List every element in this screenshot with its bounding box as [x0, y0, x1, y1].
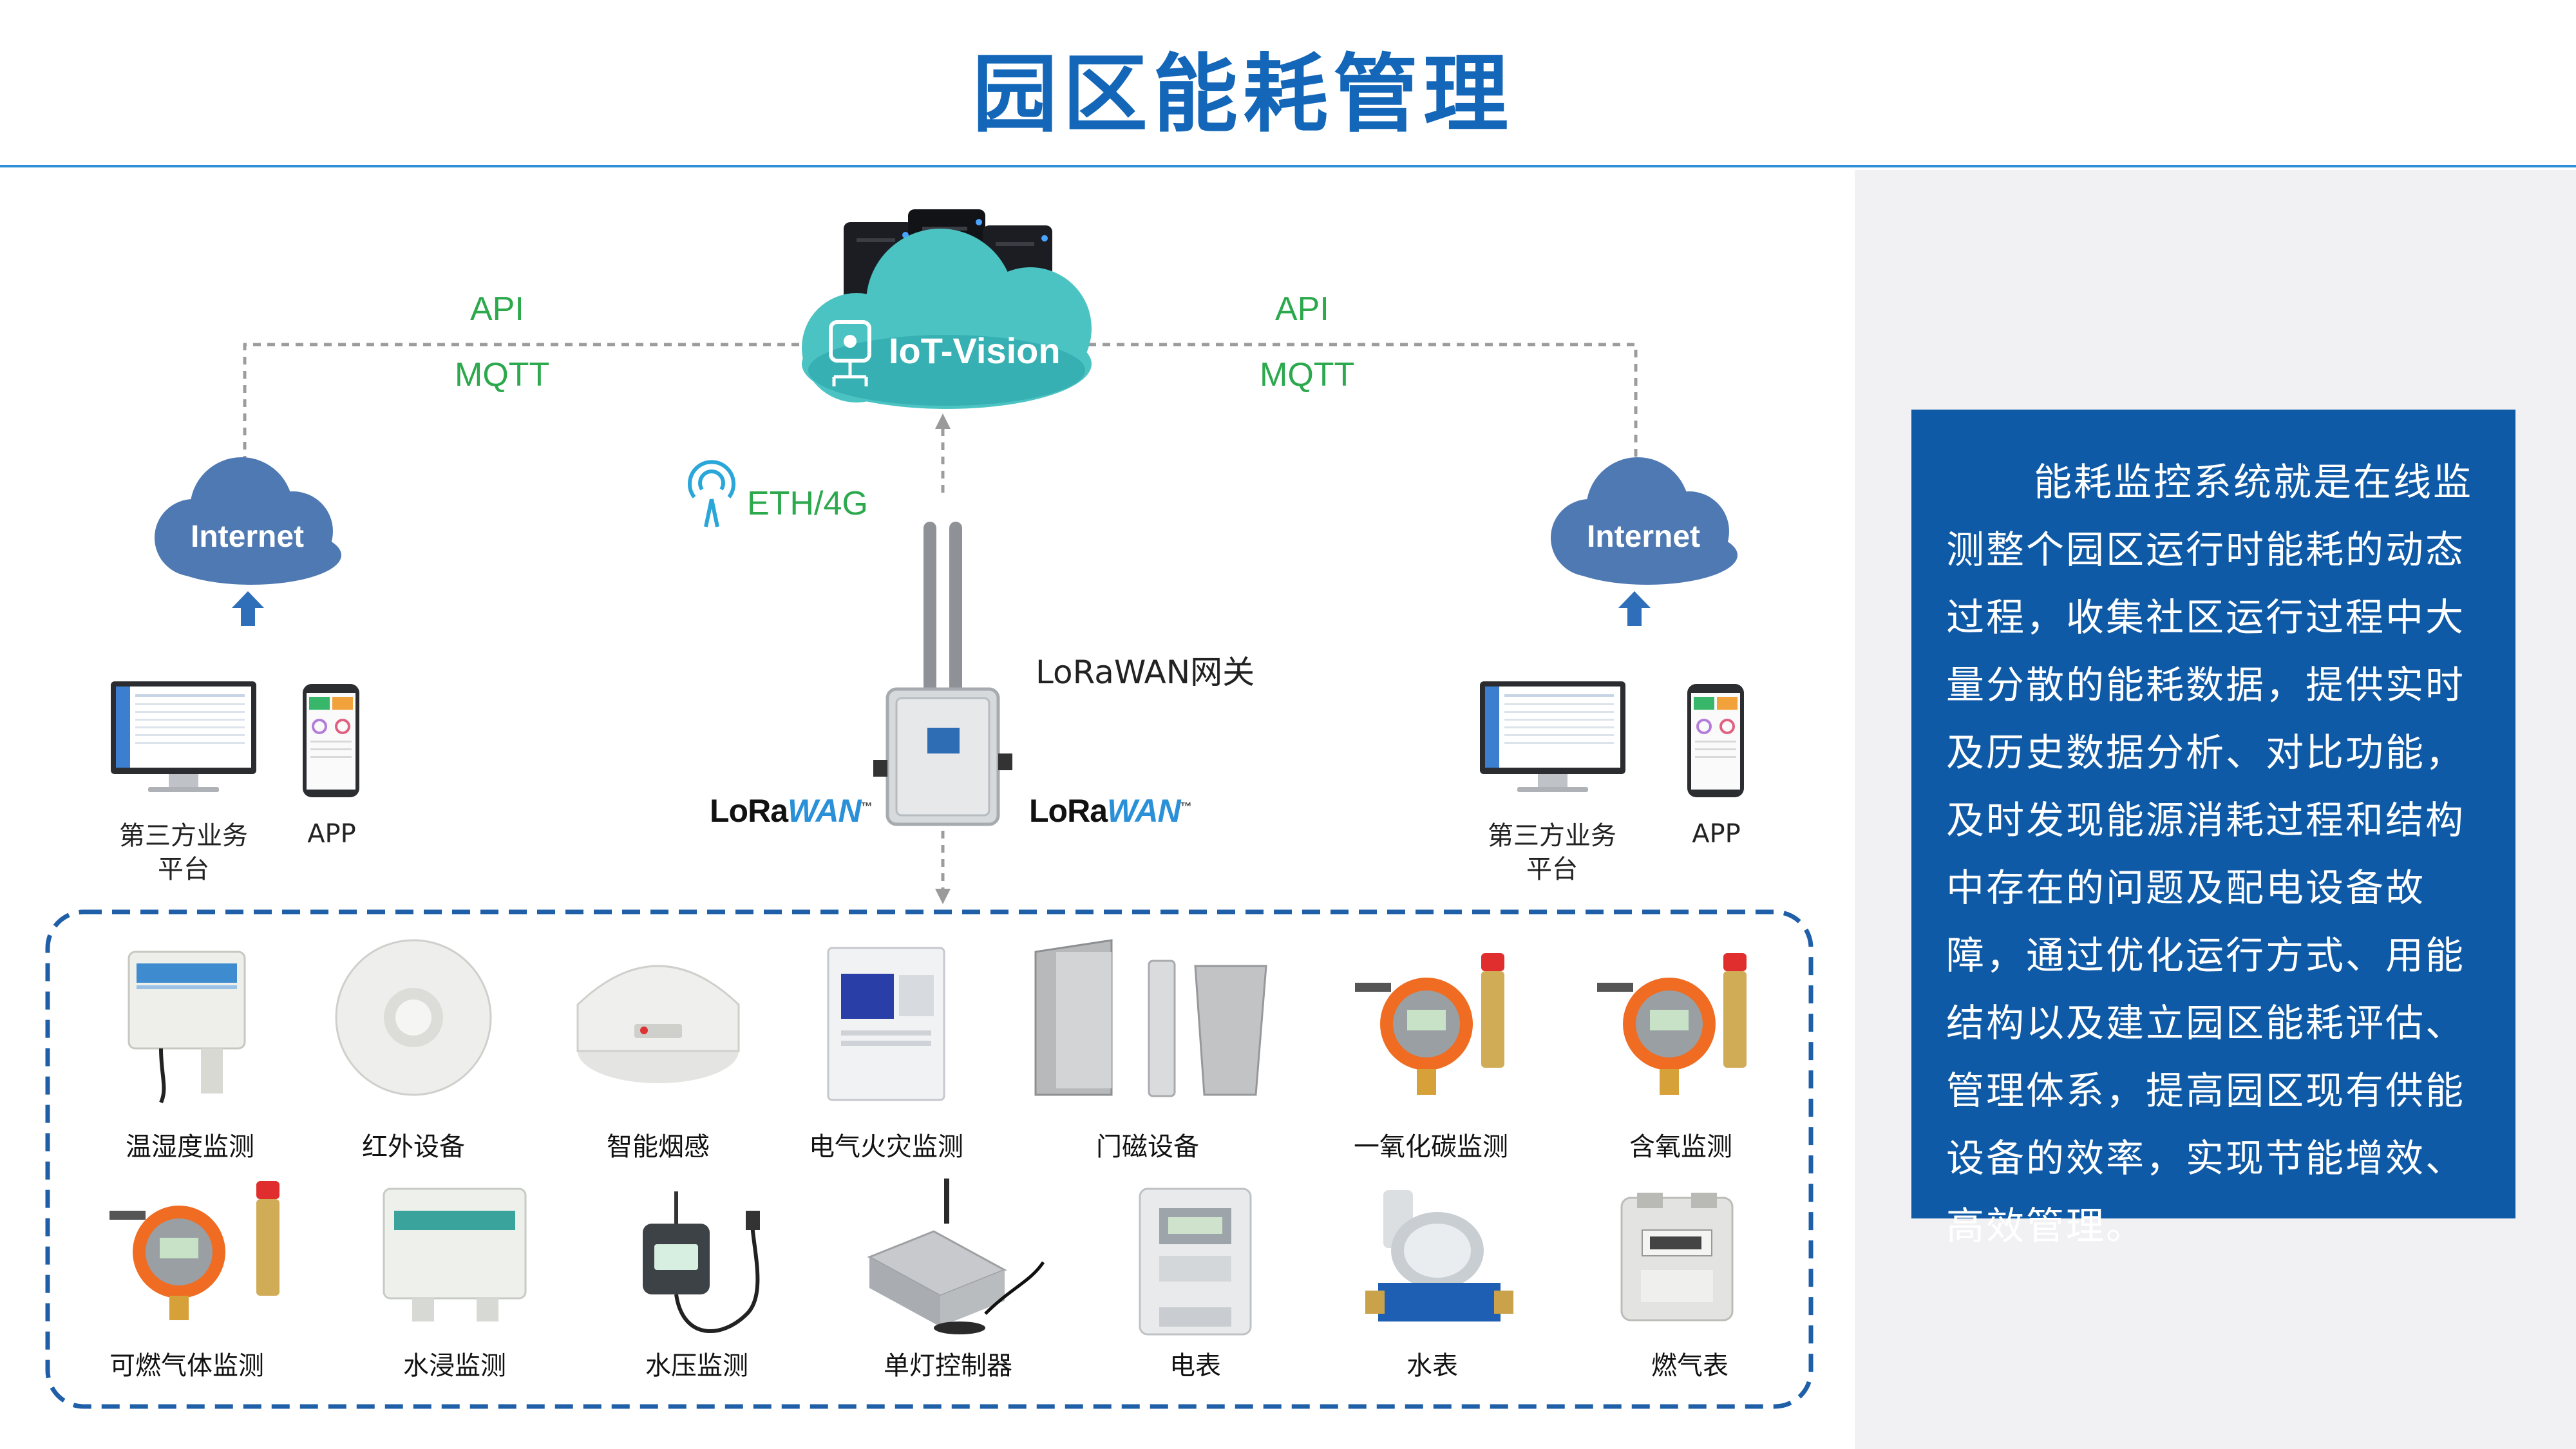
device-label: 水压监测	[645, 1351, 748, 1381]
phone-left-icon	[303, 684, 359, 797]
app-label-left: APP	[307, 819, 356, 849]
arrow-up-right-icon	[1618, 591, 1651, 626]
internet-label-right: Internet	[1587, 520, 1701, 554]
lorawan-logo-left: LoRaWAN™	[710, 793, 873, 829]
phone-right-icon	[1687, 684, 1744, 797]
monitor-left-icon	[111, 681, 256, 792]
title-divider	[0, 165, 2576, 167]
architecture-diagram	[45, 209, 1814, 1409]
single-lamp-controller-icon	[867, 1179, 1045, 1334]
description-box: 能耗监控系统就是在线监测整个园区运行时能耗的动态过程，收集社区运行过程中大量分散…	[1911, 410, 2515, 1248]
device-label: 电表	[1170, 1351, 1221, 1381]
iot-vision-label: IoT-Vision	[889, 330, 1061, 371]
internet-label-left: Internet	[191, 520, 305, 554]
water-leak-sensor-icon	[383, 1188, 527, 1321]
internet-cloud-left-icon	[155, 457, 341, 585]
iot-vision-cloud-icon	[802, 229, 1092, 409]
internet-cloud-right-icon	[1551, 457, 1738, 585]
arrow-up-left-icon	[232, 591, 264, 626]
mqtt-label-left: MQTT	[455, 356, 550, 393]
third-party-platform-label-left: 第三方业务平台	[119, 821, 248, 884]
device-label: 燃气表	[1651, 1351, 1728, 1381]
arrow-down-to-devices-icon	[935, 889, 951, 904]
gateway-label: LoRaWAN网关	[1036, 654, 1255, 691]
mqtt-label-right: MQTT	[1260, 356, 1355, 393]
device-area-border	[45, 909, 1814, 1409]
app-label-right: APP	[1692, 819, 1741, 849]
device-label: 水表	[1406, 1351, 1458, 1381]
door-magnetic-sensor-icon	[1034, 939, 1267, 1097]
third-party-platform-label-right: 第三方业务平台	[1488, 821, 1616, 884]
connector-lines	[243, 343, 1638, 892]
carbon-monoxide-detector-icon	[1355, 953, 1504, 1095]
oxygen-detector-icon	[1597, 953, 1747, 1095]
combustible-gas-detector-icon	[109, 1181, 279, 1320]
device-label: 门磁设备	[1096, 1132, 1199, 1162]
device-label: 电气火灾监测	[809, 1132, 963, 1162]
device-label: 水浸监测	[403, 1351, 506, 1381]
eth-4g-label: ETH/4G	[747, 485, 868, 522]
lorawan-gateway-icon	[873, 522, 1012, 826]
device-label: 智能烟感	[607, 1132, 710, 1162]
temperature-humidity-sensor-icon	[128, 951, 246, 1104]
monitor-right-icon	[1480, 681, 1625, 792]
smoke-detector-icon	[576, 965, 740, 1083]
description-text: 能耗监控系统就是在线监测整个园区运行时能耗的动态过程，收集社区运行过程中大量分散…	[1946, 460, 2474, 1248]
lorawan-logo-right: LoRaWAN™	[1029, 793, 1192, 829]
api-label-right: API	[1275, 290, 1329, 328]
device-label: 可燃气体监测	[109, 1351, 264, 1381]
electric-meter-icon	[1139, 1188, 1252, 1336]
page-title: 园区能耗管理	[972, 45, 1513, 144]
device-label: 单灯控制器	[884, 1351, 1012, 1381]
device-label: 含氧监测	[1629, 1132, 1732, 1162]
device-label: 红外设备	[362, 1132, 465, 1162]
gas-meter-icon	[1620, 1193, 1734, 1321]
electrical-fire-monitor-icon	[827, 947, 945, 1101]
infrared-sensor-icon	[335, 939, 492, 1096]
arrow-up-to-cloud-icon	[935, 413, 951, 429]
wireless-antenna-icon	[688, 460, 735, 527]
device-label: 一氧化碳监测	[1354, 1132, 1508, 1162]
device-label: 温湿度监测	[126, 1132, 254, 1162]
api-label-left: API	[470, 290, 524, 328]
water-pressure-sensor-icon	[643, 1191, 760, 1334]
water-meter-icon	[1365, 1190, 1513, 1321]
